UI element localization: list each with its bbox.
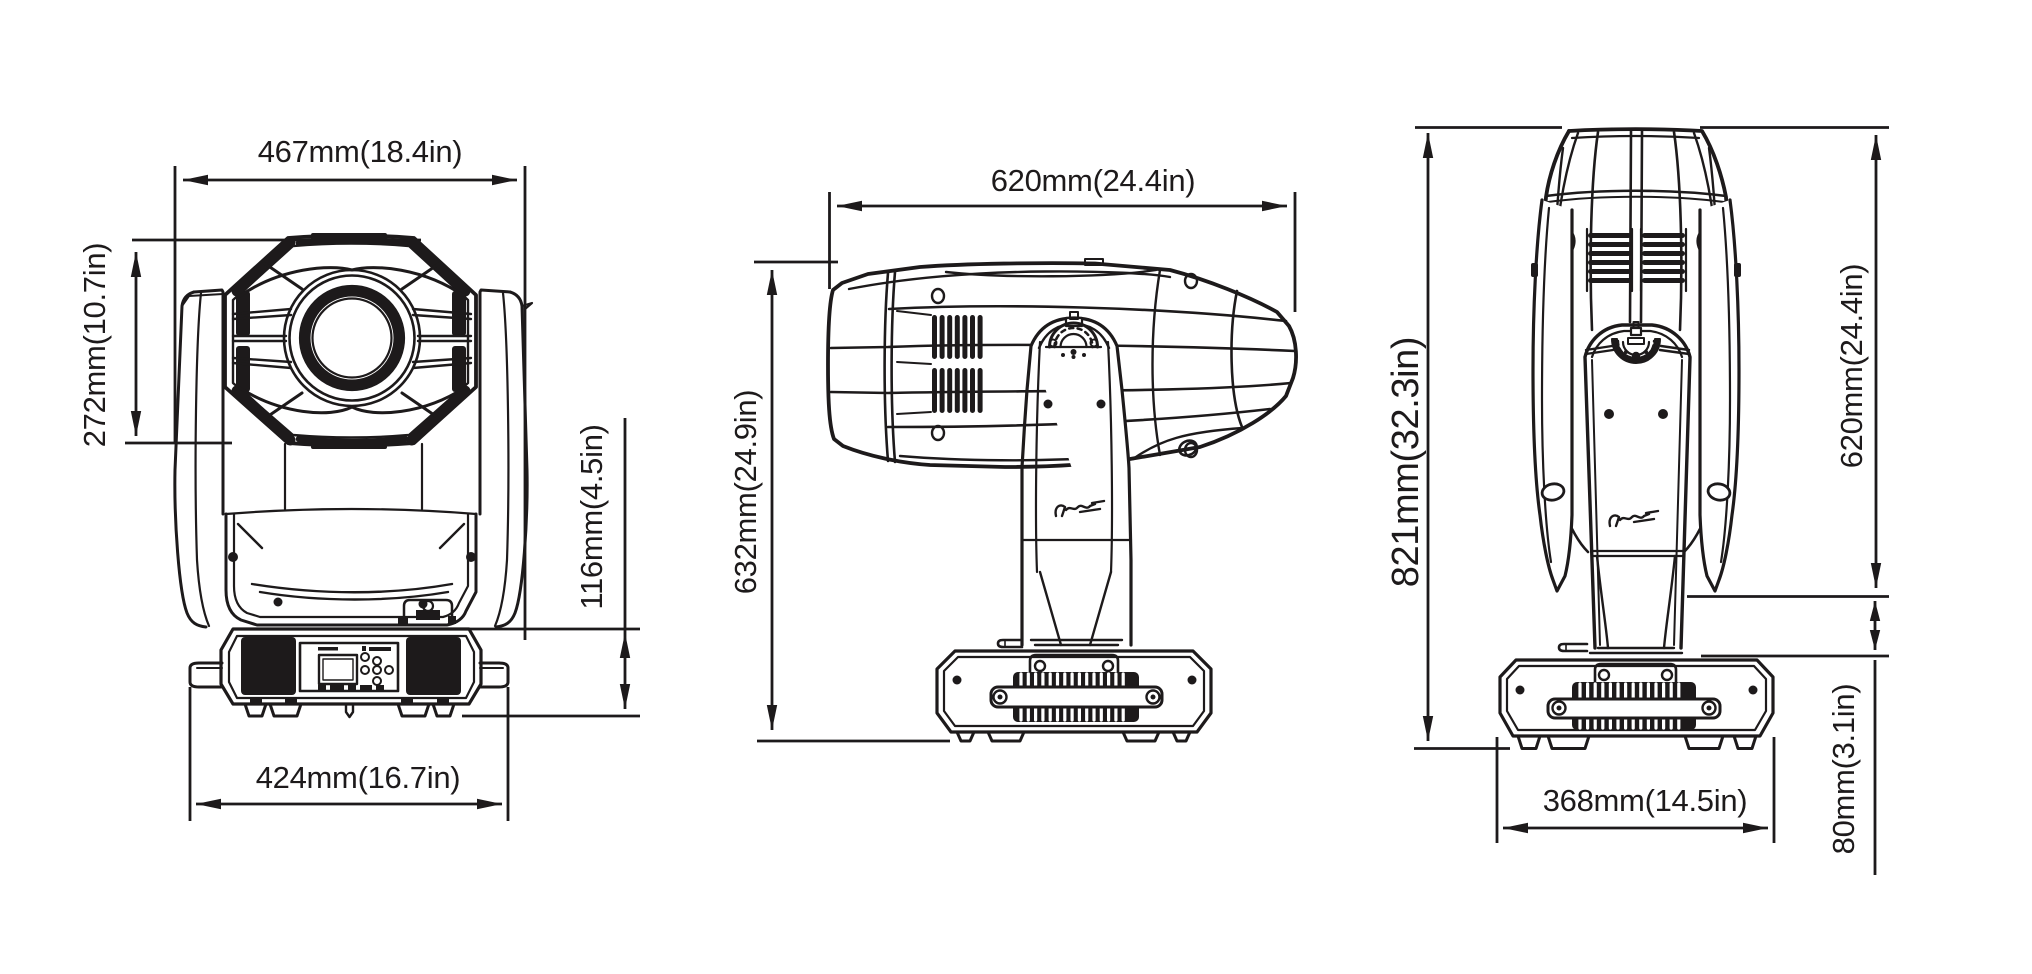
svg-text:272mm(10.7in): 272mm(10.7in) — [77, 243, 112, 448]
svg-text:80mm(3.1in): 80mm(3.1in) — [1826, 684, 1861, 855]
svg-text:368mm(14.5in): 368mm(14.5in) — [1543, 783, 1748, 818]
svg-text:467mm(18.4in): 467mm(18.4in) — [258, 134, 463, 169]
svg-text:620mm(24.4in): 620mm(24.4in) — [991, 163, 1196, 198]
svg-text:620mm(24.4in): 620mm(24.4in) — [1834, 264, 1869, 469]
svg-text:821mm(32.3in): 821mm(32.3in) — [1385, 337, 1427, 587]
svg-text:632mm(24.9in): 632mm(24.9in) — [728, 390, 763, 595]
svg-text:424mm(16.7in): 424mm(16.7in) — [256, 760, 461, 795]
svg-text:116mm(4.5in): 116mm(4.5in) — [574, 424, 609, 609]
